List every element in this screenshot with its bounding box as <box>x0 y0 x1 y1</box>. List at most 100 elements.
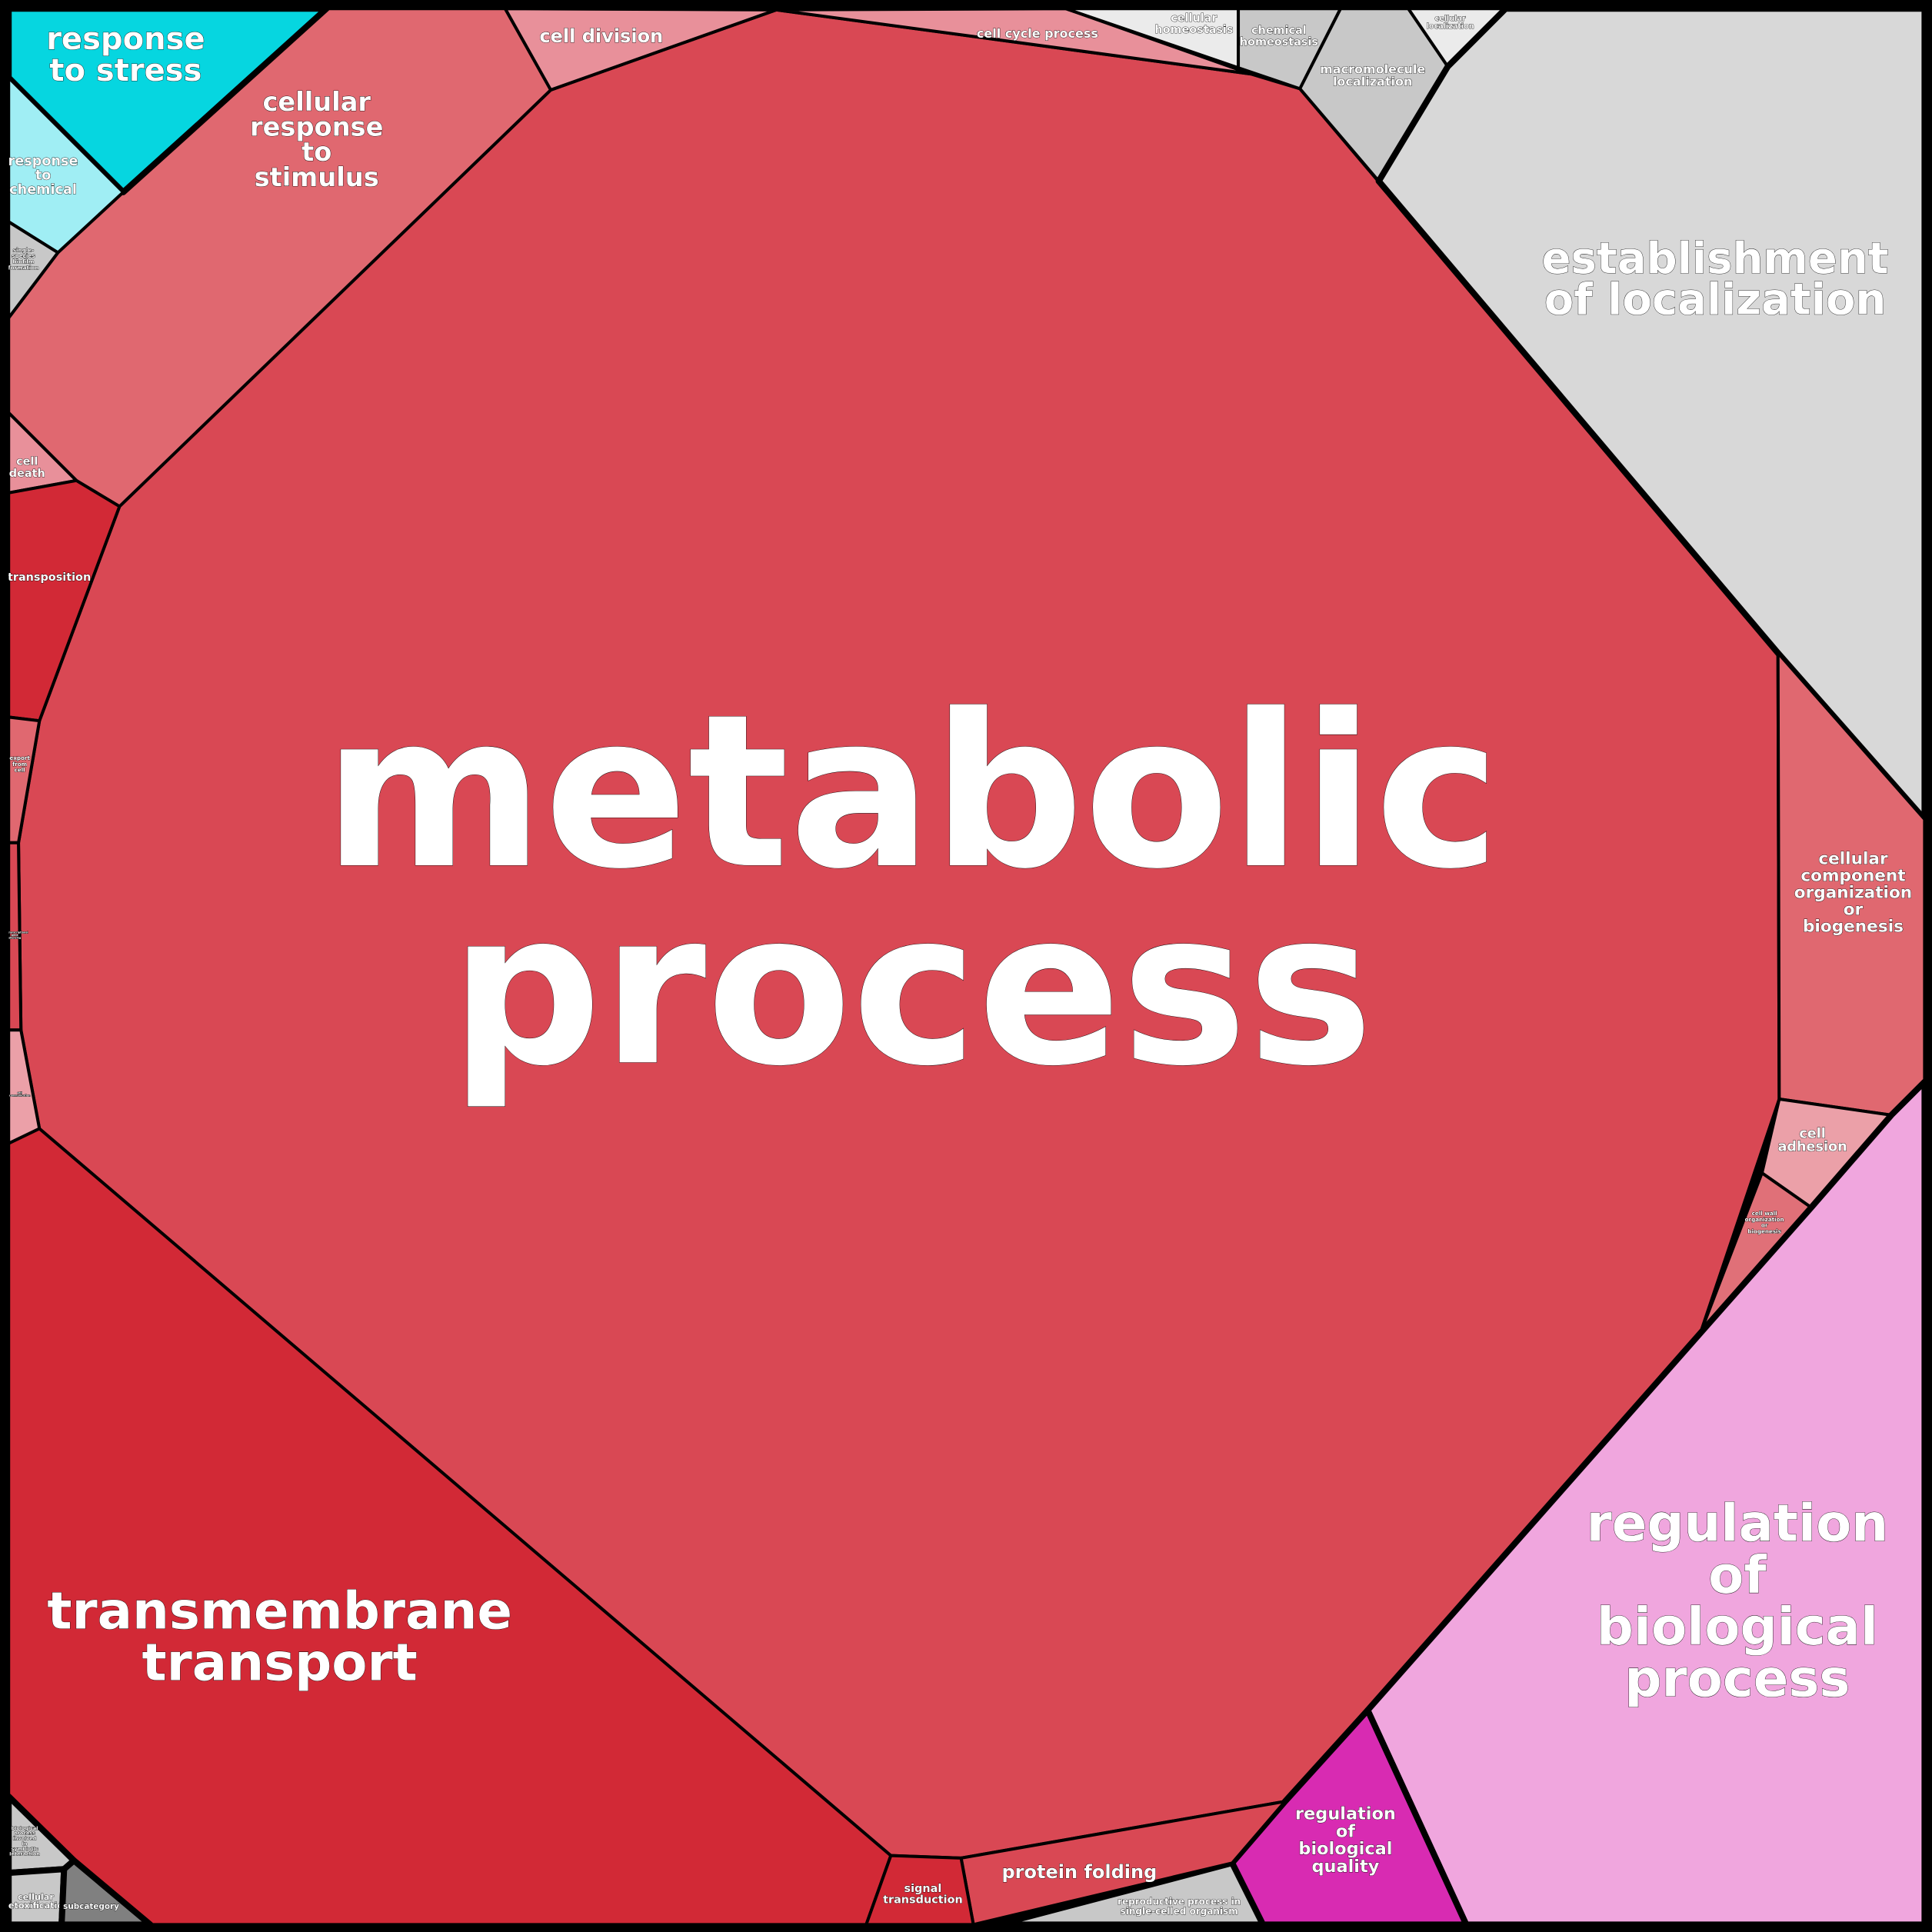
label-line: cell <box>18 1091 22 1094</box>
label-line: species <box>12 252 35 259</box>
label-line: to stress <box>49 53 202 88</box>
label-line: biological <box>1597 1597 1878 1657</box>
label-line: transport <box>142 1633 417 1693</box>
label-line: chemical <box>9 182 77 198</box>
label-line: establishment <box>1542 234 1889 284</box>
label-line: communication <box>9 1094 31 1097</box>
label-line: from <box>12 761 27 768</box>
label-line: cellular <box>18 1892 54 1902</box>
label-line: quality <box>1312 1857 1380 1877</box>
label-line: cell <box>15 766 25 773</box>
label-line: to <box>35 168 52 184</box>
label-line: transmembrane <box>47 1581 512 1641</box>
label-line: process <box>14 1830 35 1837</box>
label-line: silencing <box>8 937 22 940</box>
label-line: of <box>1708 1545 1767 1605</box>
label-line: cell <box>16 456 38 468</box>
label-line: export <box>9 754 30 761</box>
label-line: biogenesis <box>1747 1228 1781 1235</box>
label-line: chemical <box>1251 25 1307 37</box>
label-line: gene <box>12 934 18 937</box>
label-line: biological <box>12 1825 38 1831</box>
label-line: posttranscriptional <box>2 931 28 934</box>
label-line: cellular <box>1171 12 1217 25</box>
label-line: transposition <box>8 571 91 584</box>
label-line: or <box>1761 1222 1768 1229</box>
label-line: biogenesis <box>1803 918 1904 937</box>
label-line: biological <box>1298 1839 1392 1859</box>
protein-folding-label: protein folding <box>1001 1861 1157 1883</box>
cell-division-label: cell division <box>539 25 663 47</box>
label-line: of <box>1336 1821 1355 1841</box>
label-line: cellular <box>1435 15 1466 23</box>
label-line: organization <box>1794 883 1912 902</box>
label-line: response <box>250 112 383 142</box>
region-transposition[interactable]: transposition <box>7 478 122 723</box>
label-line: regulation <box>1587 1494 1889 1554</box>
label-line: in <box>22 1840 28 1847</box>
label-line: cell division <box>539 25 663 47</box>
label-line: process <box>450 865 1374 1112</box>
label-line: subcategory <box>63 1902 119 1911</box>
label-line: of localization <box>1544 275 1887 325</box>
label-line: cellular <box>262 87 371 117</box>
label-line: involved <box>13 1835 37 1841</box>
label-line: single- <box>13 247 34 254</box>
label-line: adhesion <box>1778 1139 1847 1154</box>
label-line: organization <box>1745 1216 1784 1223</box>
label-line: regulation <box>1295 1804 1396 1824</box>
cell-division-cell[interactable] <box>503 7 778 92</box>
label-line: or <box>1844 901 1864 920</box>
label-line: process <box>1624 1649 1850 1709</box>
label-line: detoxification <box>2 1900 69 1910</box>
label-line: homeostasis <box>1154 24 1233 36</box>
cell-cycle-process-label: cell cycle process <box>977 26 1098 41</box>
label-line: signal <box>904 1883 942 1895</box>
label-line: reproductive process in <box>1118 1896 1241 1907</box>
label-line: to <box>301 137 331 167</box>
label-line: cell <box>1799 1127 1825 1142</box>
label-line: biofilm <box>13 258 35 265</box>
label-line: transduction <box>883 1894 963 1907</box>
label-line: protein folding <box>1001 1861 1157 1883</box>
transposition-label: transposition <box>8 571 91 584</box>
label-line: macromolecule <box>1320 62 1425 76</box>
label-line: localization <box>1333 74 1412 88</box>
label-line: symbiotic <box>12 1846 38 1852</box>
label-line: component <box>1800 866 1905 885</box>
label-line: cell wall <box>1752 1210 1777 1217</box>
label-line: response <box>8 154 78 169</box>
label-line: cell cycle process <box>977 26 1098 41</box>
region-cell-division[interactable]: cell division <box>503 7 778 92</box>
label-line: interaction <box>9 1851 40 1857</box>
